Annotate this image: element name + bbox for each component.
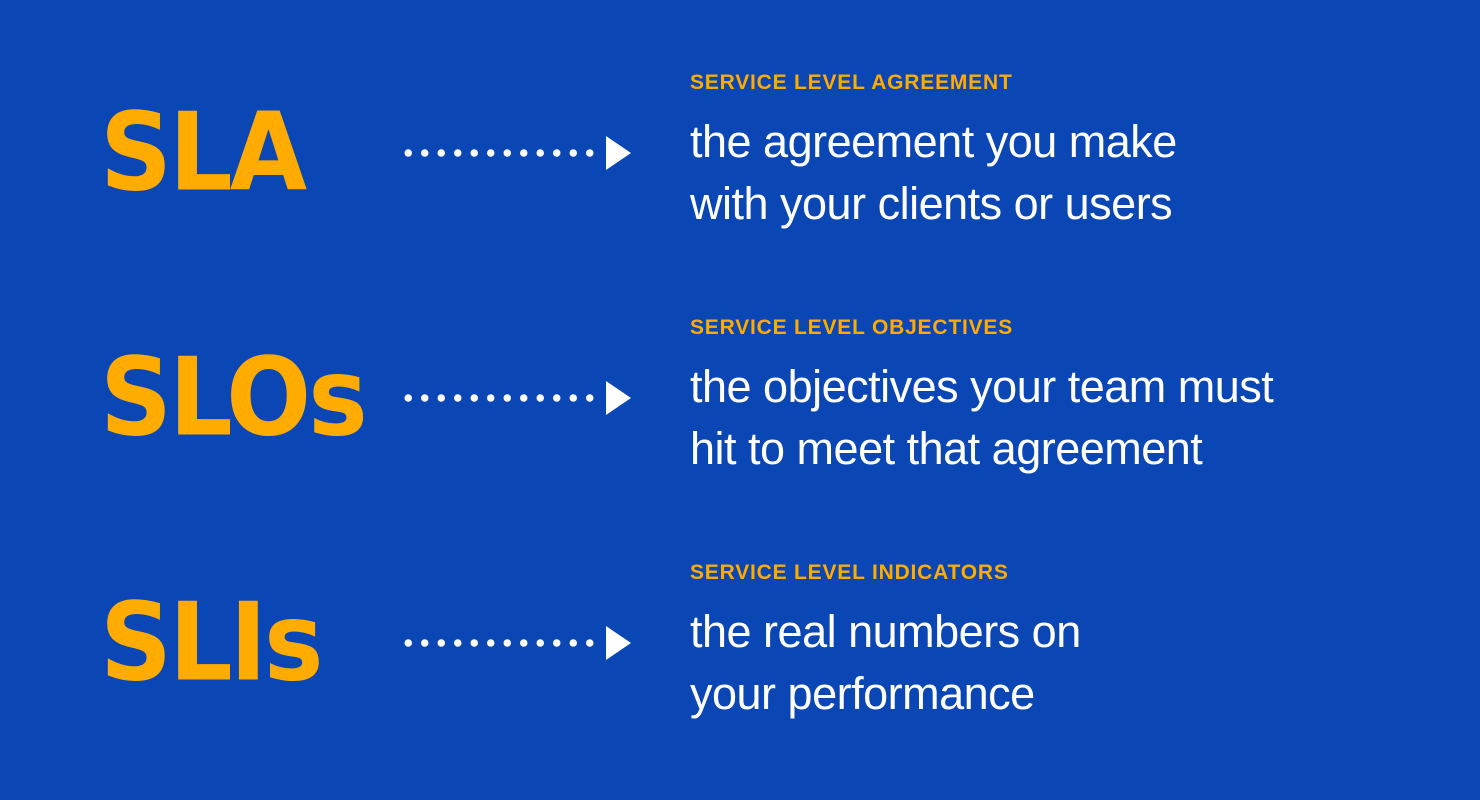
definition-line-1: the agreement you make xyxy=(690,115,1177,167)
definition-text: the real numbers on your performance xyxy=(690,601,1081,725)
arrow-dots xyxy=(400,393,600,402)
arrow-head-icon xyxy=(606,135,631,170)
arrow-dots xyxy=(400,638,600,647)
arrow-head-icon xyxy=(606,380,631,415)
definition-line-1: the objectives your team must xyxy=(690,360,1274,412)
term-cell-slis: SLIs xyxy=(100,588,400,696)
arrow-head-icon xyxy=(606,625,631,660)
dotted-arrow-slos xyxy=(400,380,635,415)
definition-line-2: your performance xyxy=(690,667,1035,719)
definition-slos: SERVICE LEVEL OBJECTIVES the objectives … xyxy=(690,315,1274,480)
definition-line-2: with your clients or users xyxy=(690,177,1173,229)
term-sla: SLA xyxy=(100,88,307,216)
definition-line-1: the real numbers on xyxy=(690,605,1081,657)
definition-line-2: hit to meet that agreement xyxy=(690,422,1203,474)
definition-sla: SERVICE LEVEL AGREEMENT the agreement yo… xyxy=(690,71,1177,235)
definition-slis: SERVICE LEVEL INDICATORS the real number… xyxy=(690,561,1081,725)
row-sla: SLA SERVICE LEVEL AGREEMENT the agreemen… xyxy=(0,30,1480,275)
dotted-arrow-slis xyxy=(400,625,635,660)
row-slos: SLOs SERVICE LEVEL OBJECTIVES the object… xyxy=(0,275,1480,520)
term-cell-slos: SLOs xyxy=(100,343,400,451)
definition-text: the agreement you make with your clients… xyxy=(690,111,1177,235)
arrow-dots xyxy=(400,148,600,157)
definition-label: SERVICE LEVEL OBJECTIVES xyxy=(690,315,1014,339)
term-slos: SLOs xyxy=(100,333,368,461)
term-slis: SLIs xyxy=(100,578,323,706)
term-cell-sla: SLA xyxy=(100,98,400,206)
definition-label: SERVICE LEVEL INDICATORS xyxy=(690,560,1009,584)
definition-text: the objectives your team must hit to mee… xyxy=(690,356,1274,480)
dotted-arrow-sla xyxy=(400,135,635,170)
row-slis: SLIs SERVICE LEVEL INDICATORS the real n… xyxy=(0,520,1480,765)
definition-label: SERVICE LEVEL AGREEMENT xyxy=(690,70,1013,94)
